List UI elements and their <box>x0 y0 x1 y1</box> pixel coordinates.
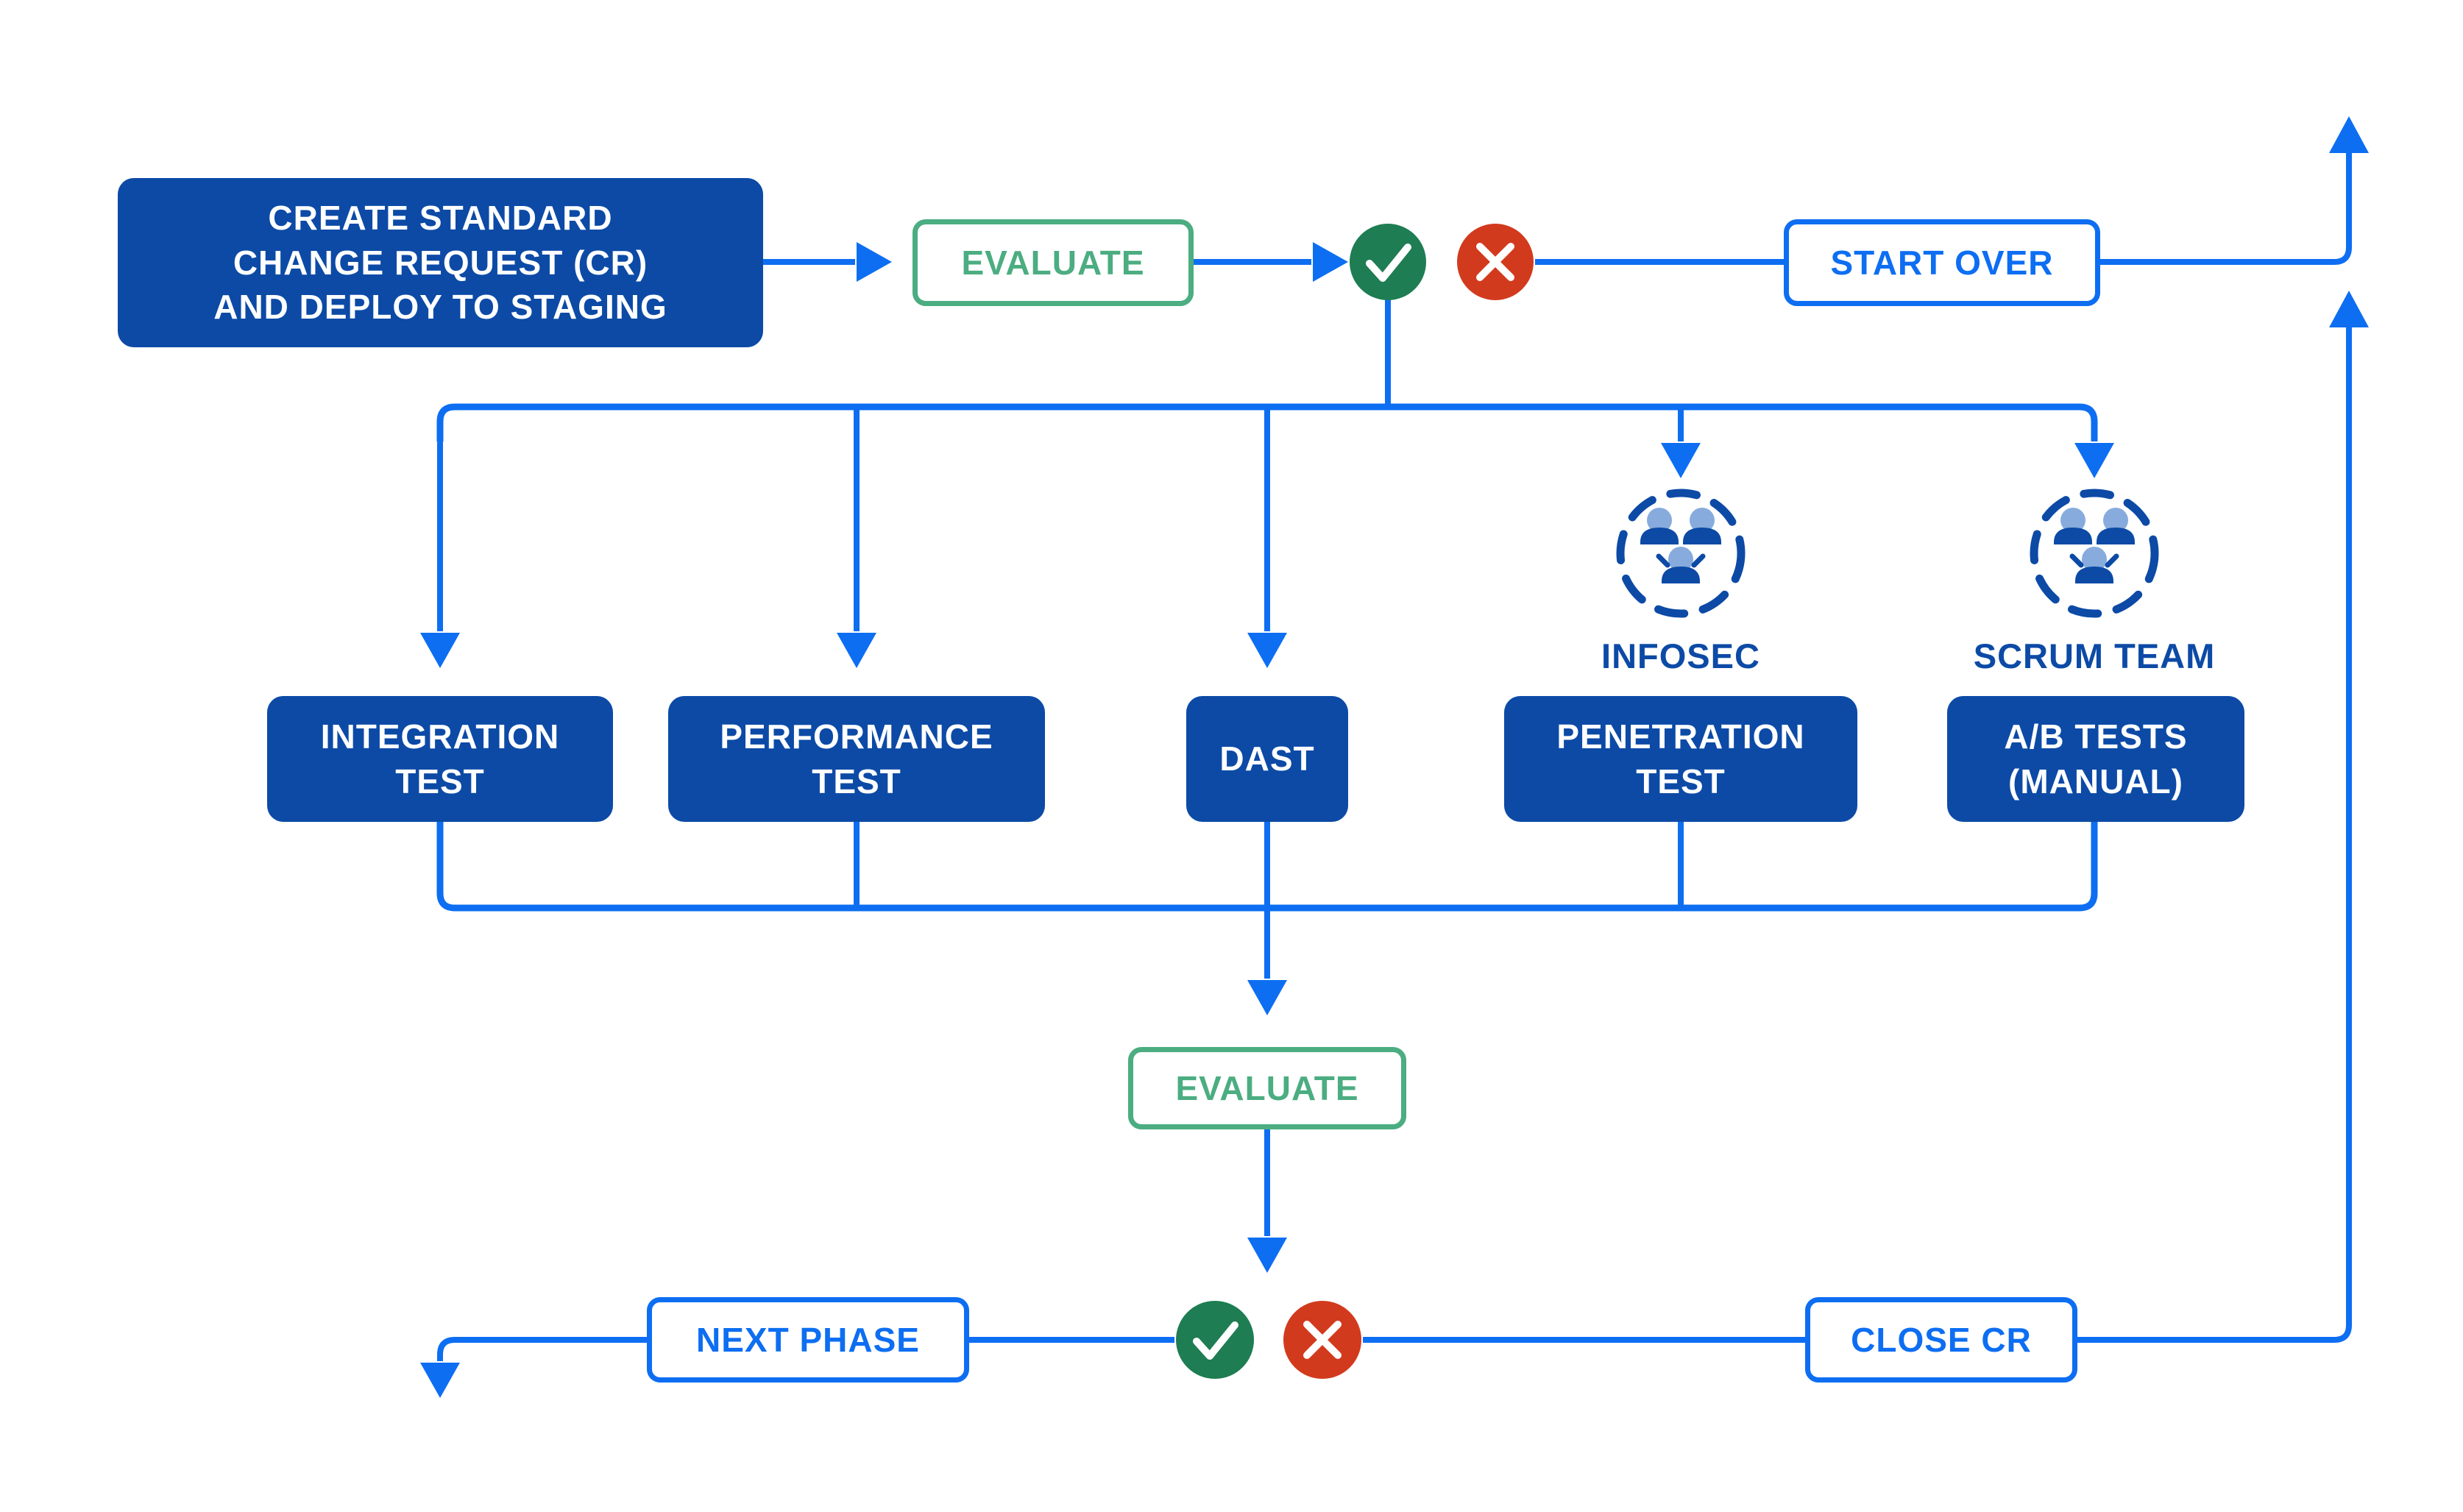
node-create-change-request: CREATE STANDARD CHANGE REQUEST (CR) AND … <box>118 178 763 347</box>
team-label-scrum-team: SCRUM TEAM <box>1973 636 2216 675</box>
check-icon <box>1176 1301 1254 1379</box>
check-icon <box>1350 224 1426 300</box>
arrow-startover-up <box>2100 116 2369 265</box>
arrow-branch-dast <box>1247 407 1287 668</box>
node-label-line: TEST <box>812 762 901 801</box>
node-close-cr: CLOSE CR <box>1805 1297 2077 1383</box>
node-label: START OVER <box>1830 243 2054 282</box>
arrow-branch-infosec <box>1661 407 1701 478</box>
node-label-line: TEST <box>1636 762 1726 801</box>
arrow-branch-performance <box>837 407 876 668</box>
node-ab-tests-manual: A/B TESTS (MANUAL) <box>1947 696 2244 822</box>
arrow-collector-to-evaluate <box>1247 908 1287 1015</box>
arrow-branch-scrum <box>2074 427 2114 478</box>
node-label: DAST <box>1219 739 1315 778</box>
arrow-nextphase-down <box>420 1337 647 1398</box>
node-dast: DAST <box>1186 696 1348 822</box>
node-label-line: PENETRATION <box>1556 717 1805 756</box>
node-evaluate-top: EVALUATE <box>912 219 1194 306</box>
team-label-infosec: INFOSEC <box>1601 636 1760 675</box>
x-icon <box>1283 1301 1361 1379</box>
arrow-evaluate-to-check <box>1194 242 1348 282</box>
node-label: EVALUATE <box>1175 1068 1359 1107</box>
node-label-line: INTEGRATION <box>320 717 560 756</box>
node-label-line: PERFORMANCE <box>720 717 993 756</box>
node-penetration-test: PENETRATION TEST <box>1504 696 1857 822</box>
node-next-phase: NEXT PHASE <box>647 1297 969 1383</box>
node-label-line: A/B TESTS <box>2004 717 2188 756</box>
node-label-line: AND DEPLOY TO STAGING <box>213 288 667 327</box>
arrow-evaluate-to-bottom-check <box>1247 1129 1287 1273</box>
x-icon <box>1457 224 1534 300</box>
team-circle-icon <box>1620 493 1741 614</box>
node-evaluate-bottom: EVALUATE <box>1128 1047 1406 1129</box>
node-start-over: START OVER <box>1784 219 2100 306</box>
node-label-line: TEST <box>395 762 485 801</box>
team-circle-icon <box>2034 493 2155 614</box>
arrow-branch-integration <box>420 427 460 668</box>
node-integration-test: INTEGRATION TEST <box>267 696 613 822</box>
node-label: NEXT PHASE <box>696 1320 920 1359</box>
node-label-line: CHANGE REQUEST (CR) <box>233 243 648 282</box>
collector-line <box>436 822 2098 912</box>
node-label: CLOSE CR <box>1851 1320 2032 1359</box>
node-label-line: CREATE STANDARD <box>268 198 613 237</box>
arrow-closecr-rail-up <box>2077 291 2369 1343</box>
node-performance-test: PERFORMANCE TEST <box>668 696 1045 822</box>
arrow-create-to-evaluate <box>763 242 892 282</box>
node-label: EVALUATE <box>961 243 1145 282</box>
node-label-line: (MANUAL) <box>2008 762 2183 801</box>
